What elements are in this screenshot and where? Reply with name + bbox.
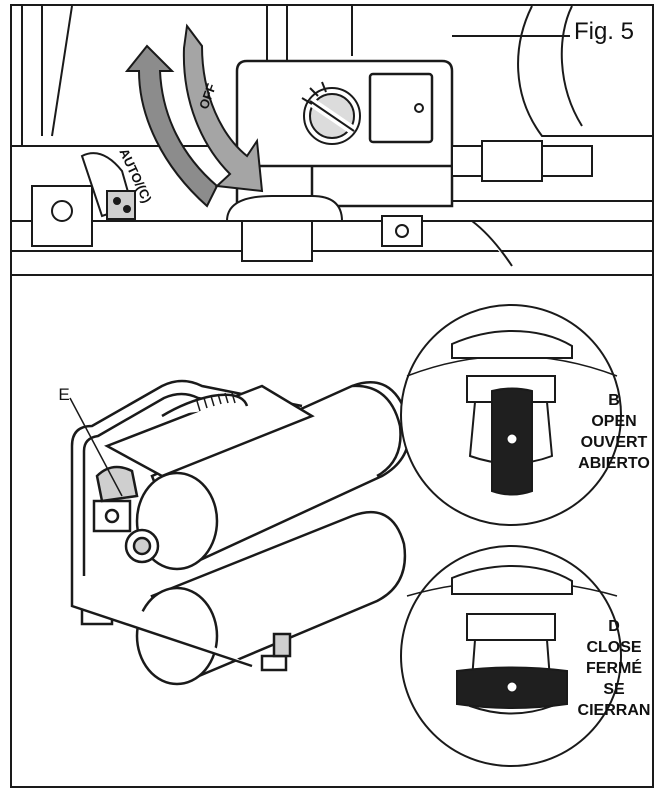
close-letter: D bbox=[608, 618, 620, 635]
open-valve-detail bbox=[400, 304, 622, 526]
open-french: OUVERT bbox=[580, 434, 648, 451]
open-english: OPEN bbox=[591, 413, 637, 430]
close-french: FERMÉ bbox=[586, 660, 642, 677]
callout-letter-e: E bbox=[58, 385, 70, 404]
callout-line-e bbox=[69, 397, 123, 497]
switch-knob bbox=[301, 81, 424, 145]
compressor-body bbox=[70, 379, 411, 686]
open-valve-label: B OPEN OUVERT ABIERTO bbox=[572, 390, 652, 474]
open-letter: B bbox=[608, 392, 620, 409]
pressure-switch-drawing bbox=[12, 6, 652, 267]
pressure-switch-detail-panel: AUTO/(C) OFF Fig. 5 bbox=[10, 4, 654, 276]
close-spanish-2: CIERRAN bbox=[577, 702, 651, 719]
closed-valve-label: D CLOSE FERMÉ SE CIERRAN bbox=[572, 616, 652, 721]
valve-positions-panel: E B OPEN OUVERT ABIERTO D CLOSE FERMÉ SE… bbox=[10, 274, 654, 788]
open-spanish: ABIERTO bbox=[578, 455, 650, 472]
close-english: CLOSE bbox=[586, 639, 642, 656]
auto-arrow bbox=[124, 44, 219, 208]
close-spanish-1: SE bbox=[603, 681, 625, 698]
compressor-and-valves-drawing bbox=[69, 304, 622, 767]
figure-label: Fig. 5 bbox=[569, 16, 638, 48]
off-arrow bbox=[182, 23, 264, 193]
closed-valve-detail bbox=[400, 545, 622, 767]
